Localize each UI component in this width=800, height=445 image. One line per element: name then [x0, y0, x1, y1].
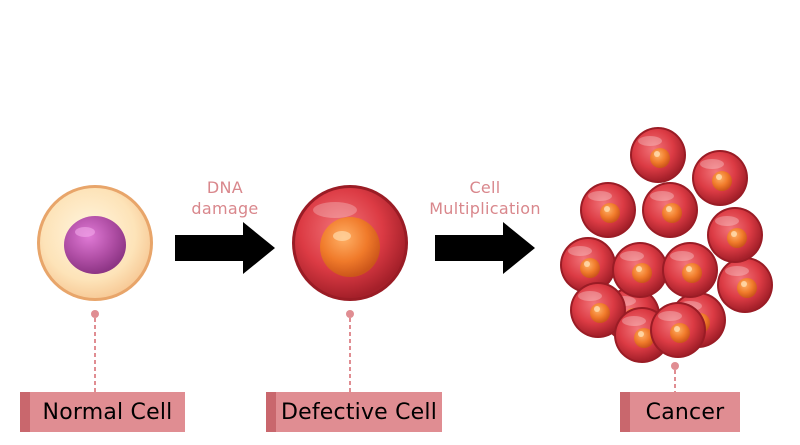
cancer-label-box: Cancer [620, 392, 740, 432]
cancer-cluster-icon [560, 127, 773, 363]
step-label-line-2: damage [191, 199, 259, 218]
arrow-icon-2 [435, 222, 535, 274]
arrow-icon-1 [175, 222, 275, 274]
defective-cell-icon [292, 185, 408, 301]
normal-cell-label-box: Normal Cell [20, 392, 185, 432]
pointer-defective [346, 310, 354, 392]
step-label-dna-damage: DNA damage [165, 177, 285, 219]
pointer-normal [91, 310, 99, 392]
normal-cell-label: Normal Cell [42, 399, 173, 425]
step-label-line-1: Cell [469, 178, 501, 197]
step-label-cell-multiplication: Cell Multiplication [415, 177, 555, 219]
step-label-line-2: Multiplication [429, 199, 541, 218]
normal-cell-icon [37, 185, 153, 301]
defective-cell-label-box: Defective Cell [266, 392, 442, 432]
defective-cell-label: Defective Cell [280, 399, 438, 425]
cancer-label: Cancer [645, 399, 725, 425]
pointer-cancer [671, 362, 679, 392]
step-label-line-1: DNA [206, 178, 244, 197]
